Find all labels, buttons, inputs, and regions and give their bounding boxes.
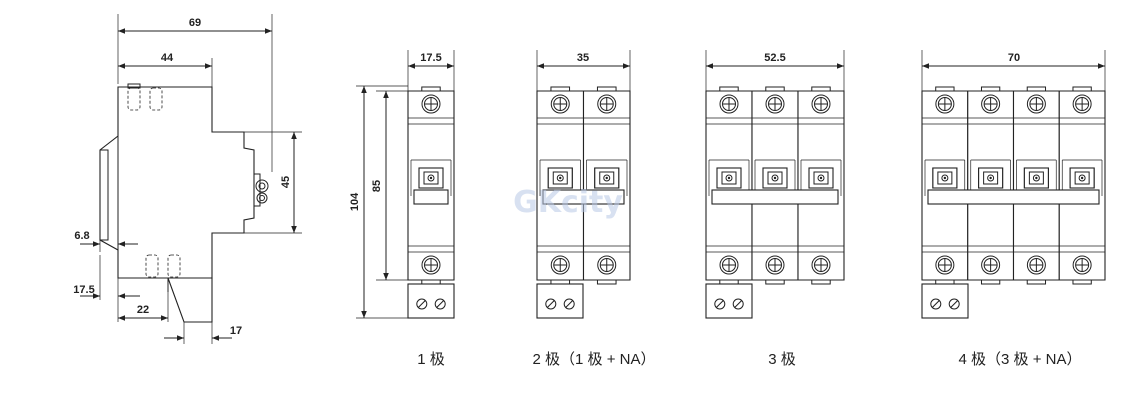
front-1-pole [407, 86, 455, 319]
caption-1-pole: 1 极 [417, 351, 445, 368]
side-view: 69 44 45 6.8 17.5 22 17 [73, 14, 302, 344]
dim-side-17: 17 [230, 325, 242, 337]
dim-front-17-5: 17.5 [420, 52, 441, 64]
top-terminal-hidden [127, 87, 141, 111]
mounting-clip [536, 283, 584, 319]
dim-front-52-5: 52.5 [764, 52, 785, 64]
dim-front-35: 35 [577, 52, 589, 64]
caption-4-pole: 4 极（3 极 + NA） [959, 351, 1082, 368]
dim-front-104: 104 [349, 192, 361, 211]
front-views [407, 86, 1106, 319]
dim-side-69: 69 [189, 17, 201, 29]
caption-2-pole: 2 极（1 极 + NA） [533, 351, 656, 368]
front-width-dims: 17.5 35 52.5 70 [407, 50, 1106, 91]
front-3-pole [705, 86, 845, 319]
bottom-terminal-hidden [145, 254, 159, 278]
mounting-clip [705, 283, 753, 319]
mounting-clip [921, 283, 969, 319]
dim-side-45: 45 [280, 176, 292, 188]
dim-side-6-8: 6.8 [74, 230, 89, 242]
front-4-pole [921, 86, 1106, 319]
dim-front-85: 85 [371, 180, 383, 192]
dim-side-17-5: 17.5 [73, 284, 94, 296]
watermark: GKcity [513, 185, 623, 220]
caption-3-pole: 3 极 [768, 351, 796, 368]
din-rail-clip [255, 179, 269, 193]
side-body-outline [99, 86, 255, 279]
mounting-clip [407, 283, 455, 319]
side-bottom-plate [167, 277, 213, 323]
front-height-dims: 104 85 [349, 85, 408, 319]
dim-side-44: 44 [161, 52, 174, 64]
front-2-pole [536, 86, 631, 319]
dim-front-70: 70 [1008, 52, 1020, 64]
dim-side-22: 22 [137, 304, 149, 316]
